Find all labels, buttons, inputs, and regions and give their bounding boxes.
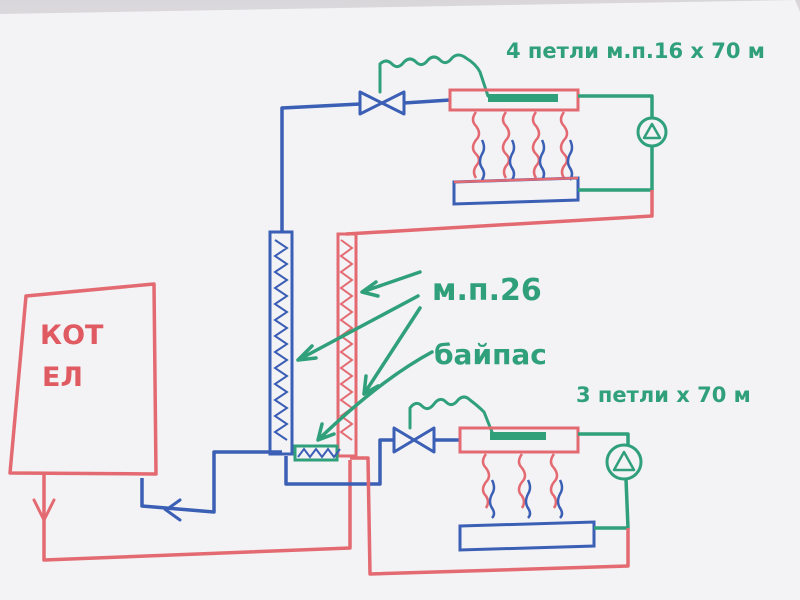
bottom-supply-manifold — [458, 426, 580, 454]
pump-icon — [605, 443, 643, 481]
blue-column-coil — [273, 239, 289, 441]
bypass-element — [293, 444, 341, 462]
bottom-supply-manifold-body — [458, 426, 580, 454]
pipe-spec-label: м.п.26 — [432, 273, 542, 308]
arrow-to-blue-column — [296, 294, 420, 362]
top-pump-loop-upper — [578, 94, 654, 118]
bottom-loop-2-return — [524, 479, 532, 519]
bottom-loop-3 — [549, 453, 559, 509]
lower-blue-loop — [284, 438, 394, 486]
top-floor-loops — [471, 111, 574, 181]
top-return-manifold-top — [453, 176, 579, 184]
top-loop-3 — [531, 111, 541, 179]
boiler-body — [8, 282, 158, 476]
pump-top-arrow — [642, 122, 662, 140]
boiler: КОТ ЕЛ — [8, 282, 158, 476]
bypass-label: байпас — [434, 338, 547, 371]
top-loop-3-return — [538, 139, 546, 181]
top-supply-manifold-body — [448, 88, 580, 112]
pump-bottom-arrow — [612, 450, 636, 472]
blue-flow-arrow — [163, 498, 182, 522]
bottom-loop-3-return — [556, 479, 564, 519]
bottom-return-manifold-body — [458, 520, 596, 552]
bottom-green-wire — [408, 395, 494, 434]
red-column-coil — [339, 239, 354, 441]
boiler-blue-pipe — [140, 450, 282, 514]
top-loop-4-return — [566, 139, 574, 181]
boiler-label-line2: ЕЛ — [42, 362, 83, 393]
boiler-down-arrow — [32, 498, 56, 524]
pump-bottom — [605, 443, 643, 481]
top-loop-2 — [501, 111, 511, 179]
bottom-loops-label: 3 петли х 70 м — [576, 383, 751, 407]
top-loop-1 — [471, 111, 481, 179]
top-blue-to-manifold — [403, 98, 451, 105]
bottom-actuator-bar — [490, 432, 546, 440]
top-loops-label: 4 петли м.п.16 х 70 м — [506, 39, 765, 63]
arrow-to-red-column — [360, 270, 422, 298]
arrow-to-bypass — [316, 350, 434, 442]
annotation-arrows — [296, 270, 434, 442]
top-return-manifold — [452, 176, 580, 206]
bottom-floor-loops — [481, 453, 564, 519]
top-loop-4 — [559, 111, 569, 179]
bottom-loop-1-return — [488, 479, 496, 519]
bottom-return-manifold — [458, 520, 596, 552]
bypass-hatch — [297, 447, 341, 459]
top-supply-manifold — [448, 88, 580, 112]
top-loop-1-return — [478, 139, 486, 181]
top-red-supply — [345, 190, 654, 236]
top-green-wire — [378, 53, 490, 98]
top-blue-riser — [280, 102, 361, 232]
boiler-label-line1: КОТ — [40, 320, 104, 351]
top-loop-2-return — [508, 139, 516, 181]
bottom-loop-1 — [481, 453, 491, 509]
bottom-pump-loop-upper — [578, 432, 630, 446]
bottom-loop-2 — [517, 453, 527, 509]
top-actuator-bar — [488, 94, 558, 102]
bottom-red-return — [350, 456, 630, 576]
